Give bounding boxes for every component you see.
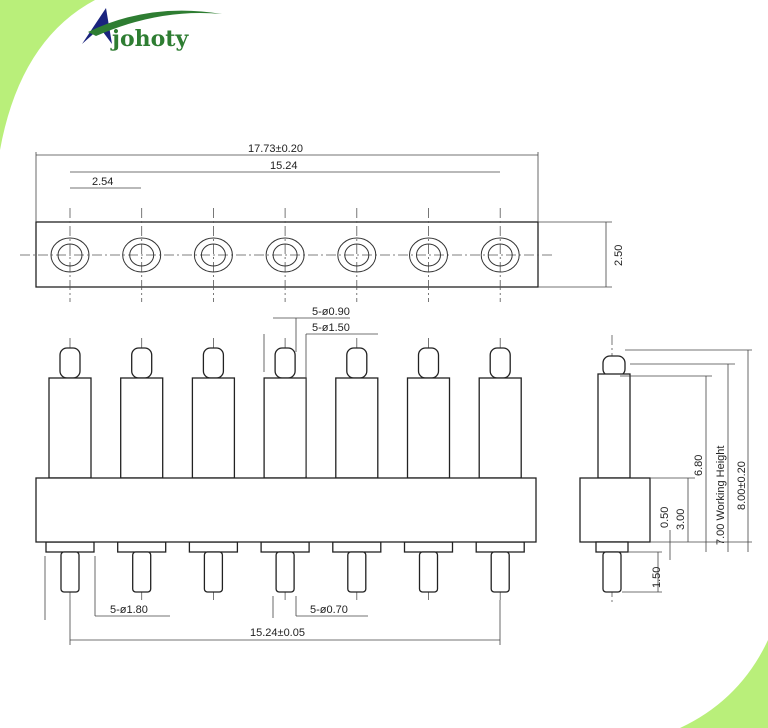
dim-width: 2.50 [613,245,625,266]
front-pin-tail [132,551,152,593]
top-pin-inner-ring [416,243,441,267]
top-pin-inner-ring [57,243,83,267]
front-view-insulator [35,477,537,543]
top-view: 17.73±0.20 15.24 2.54 2.50 [20,143,625,302]
dim-tail-shoulder-diameter: 5-ø1.80 [110,604,148,616]
top-pin-inner-ring [272,243,298,267]
dim-pin-span: 15.24 [270,160,298,172]
top-pin-outer-ring [50,237,90,273]
logo-swoosh-icon [88,10,222,36]
dim-tail-diameter: 5-ø0.70 [310,604,348,616]
logo-mark-icon [82,8,112,44]
front-pin-tail-shoulder [332,541,382,553]
top-pin-outer-ring [480,237,520,273]
front-pin-barrel [335,377,379,479]
front-pin-tail-shoulder [403,541,454,553]
front-pin-barrel [48,377,92,479]
front-pin-plunger [489,347,511,379]
top-pin-outer-ring [409,237,448,273]
front-pin-tail-shoulder [45,541,95,553]
dim-tail-span: 15.24±0.05 [250,627,305,639]
dim-plunger-diameter: 5-ø0.90 [312,306,350,318]
front-pin-barrel [406,377,451,479]
top-pin-inner-ring [129,243,155,267]
front-view: 5-ø0.90 5-ø1.50 5-ø1.80 5-ø0.70 15.24±0.… [35,306,537,645]
top-view-pins [50,208,520,302]
dim-working-height: 7.00 Working Height [715,446,727,545]
front-pin-plunger [346,347,368,379]
side-tail [602,551,622,593]
front-pin-barrel [478,377,522,479]
dim-total-height: 8.00±0.20 [736,461,748,510]
front-view-pins [45,338,525,602]
side-view: 8.00±0.20 7.00 Working Height 6.80 3.00 … [579,335,752,605]
front-pin-tail [203,551,224,593]
front-pin-tail [347,551,367,593]
side-plunger [602,355,626,377]
top-pin-outer-ring [337,237,377,273]
front-pin-plunger [202,347,225,379]
dim-overall-length: 17.73±0.20 [248,143,303,155]
top-view-insulator [35,221,539,288]
dim-tail-length: 1.50 [651,567,663,588]
front-pin-barrel [263,377,307,479]
corner-accent-top-left [0,0,95,150]
front-pin-tail [60,551,80,593]
johoty-logo: johoty [82,8,222,52]
front-pin-tail [275,551,295,593]
dim-insulator-height: 3.00 [675,509,687,530]
dim-pitch: 2.54 [92,176,113,188]
front-pin-plunger [59,347,81,379]
front-pin-plunger [131,347,153,379]
top-pin-inner-ring [344,243,370,267]
logo-text: johoty [110,26,189,52]
front-pin-tail-shoulder [475,541,525,553]
top-pin-outer-ring [265,237,305,273]
side-tail-shoulder [595,541,629,553]
front-pin-tail [490,551,510,593]
front-pin-tail-shoulder [260,541,310,553]
front-pin-tail [418,551,439,593]
front-pin-plunger [274,347,296,379]
corner-accent-bottom-right [680,640,768,728]
side-insulator [579,477,651,543]
front-pin-barrel [120,377,164,479]
top-pin-outer-ring [193,237,233,273]
top-pin-inner-ring [487,243,513,267]
front-pin-tail-shoulder [117,541,167,553]
front-pin-tail-shoulder [188,541,239,553]
dim-shoulder: 0.50 [659,507,671,528]
front-pin-barrel [191,377,236,479]
dim-680: 6.80 [693,455,705,476]
dim-barrel-diameter: 5-ø1.50 [312,322,350,334]
top-pin-outer-ring [122,237,162,273]
side-barrel [597,373,631,479]
top-pin-inner-ring [200,243,226,267]
front-pin-plunger [417,347,440,379]
